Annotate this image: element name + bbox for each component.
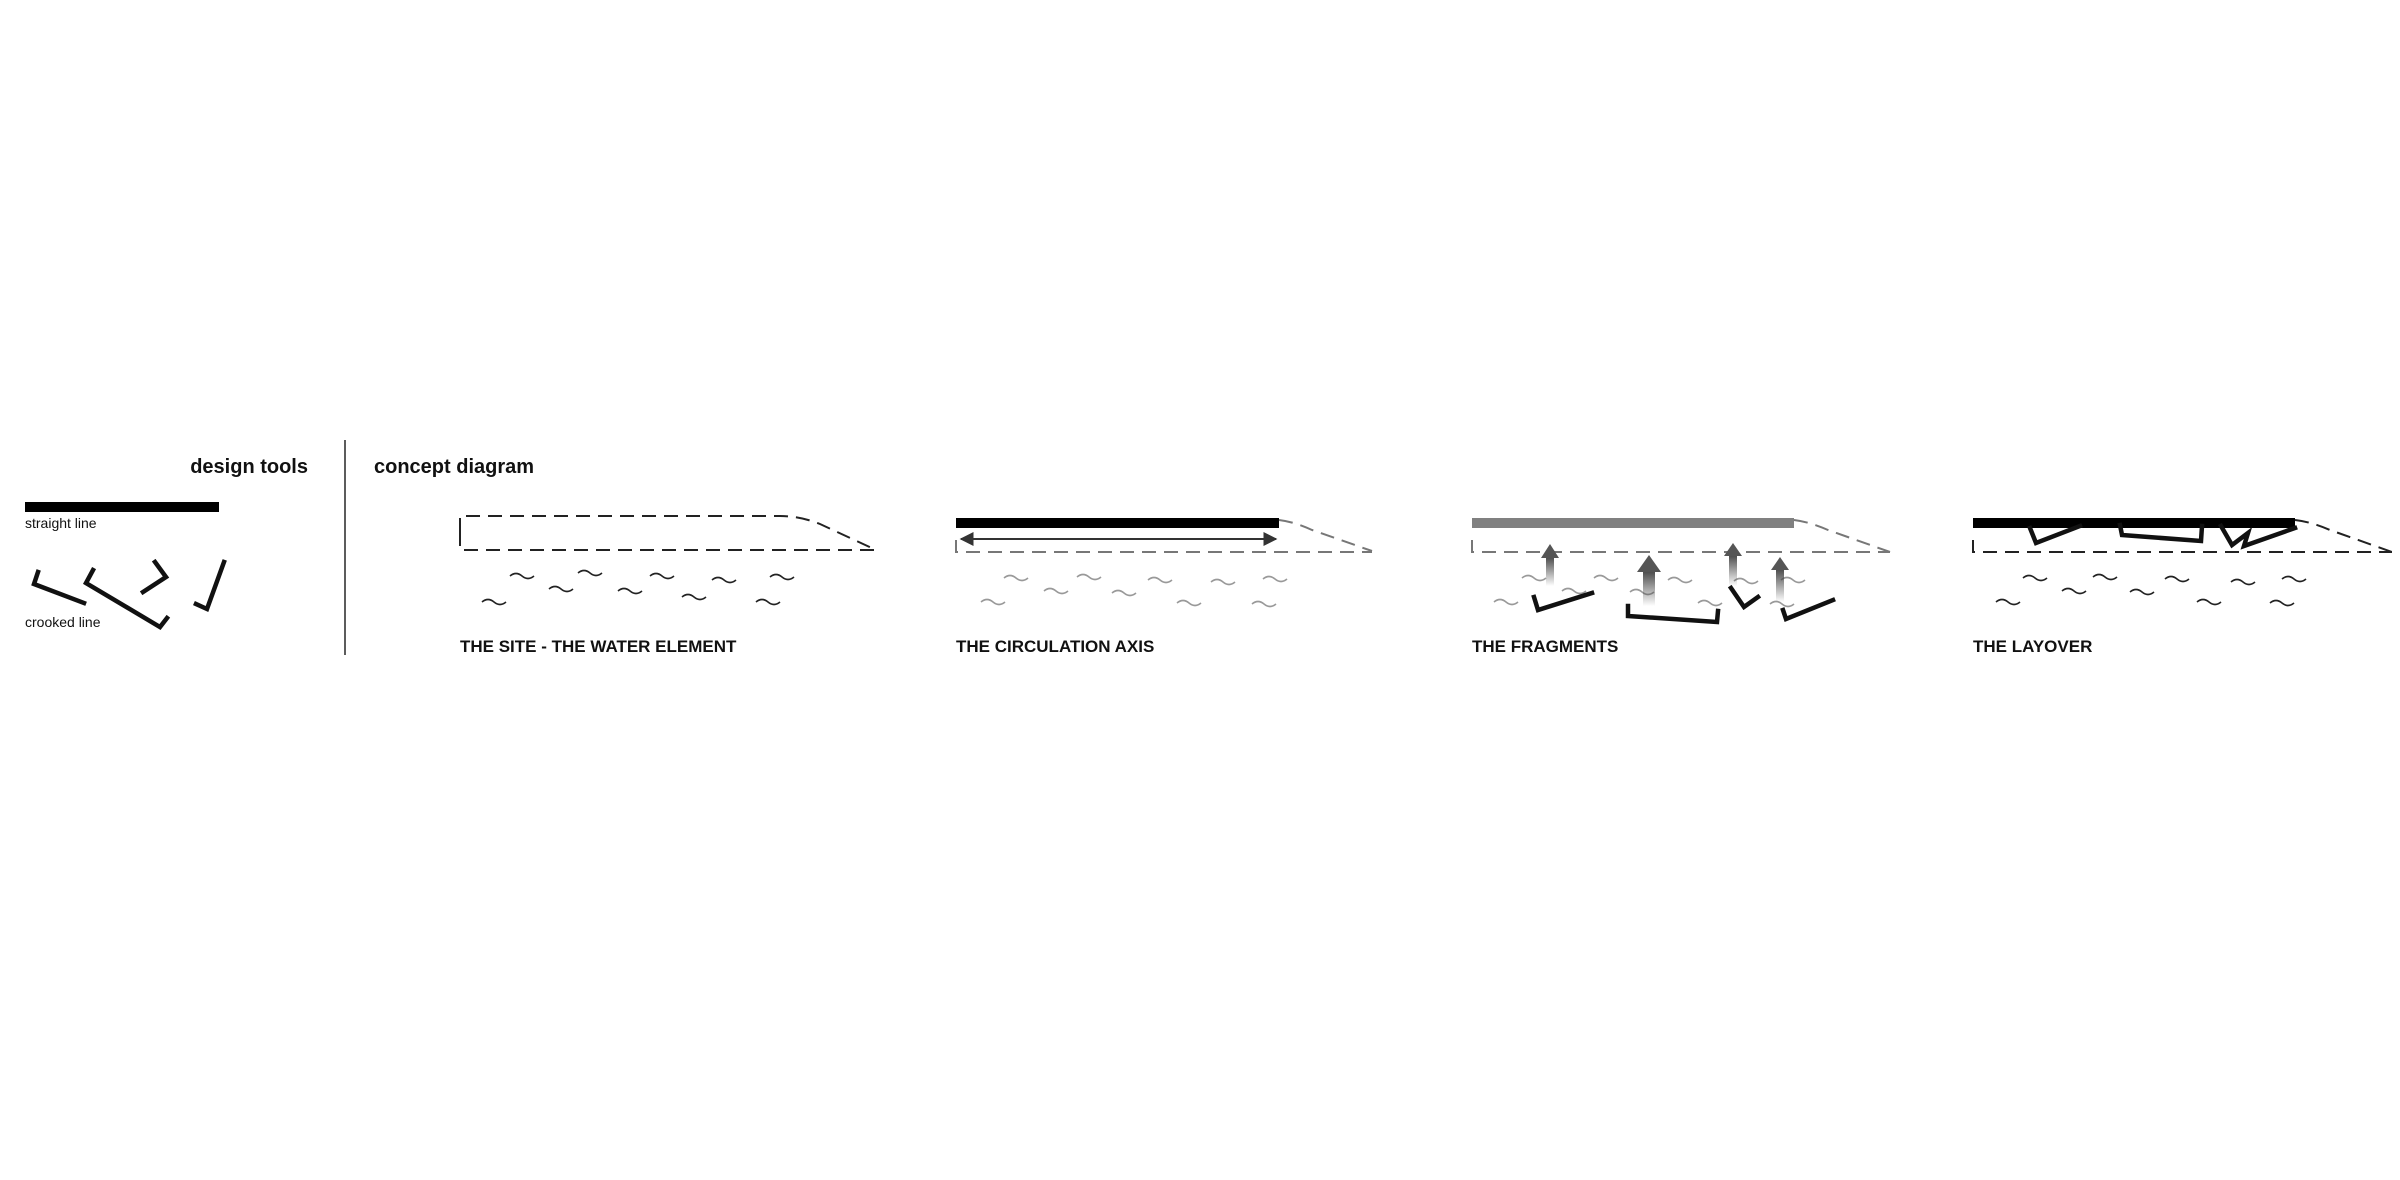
up-arrow-icon <box>1643 570 1655 606</box>
panel-fragments: THE FRAGMENTS <box>1471 518 1891 656</box>
crooked-line-label: crooked line <box>25 614 101 630</box>
straight-line-label: straight line <box>25 515 97 531</box>
layover-outline-bottom <box>1972 540 2392 553</box>
water-waves <box>980 573 1288 608</box>
layover-outline-tail <box>2294 519 2393 553</box>
panel-site-caption: THE SITE - THE WATER ELEMENT <box>460 637 737 656</box>
circulation-outline-bottom <box>955 540 1372 553</box>
up-arrow-icon <box>1776 568 1784 602</box>
concept-diagram-title: concept diagram <box>374 456 534 478</box>
water-waves <box>1995 573 2307 607</box>
up-arrow-head <box>1724 543 1742 556</box>
water-waves <box>481 569 795 606</box>
panel-circulation-caption: THE CIRCULATION AXIS <box>956 637 1154 656</box>
rising-arrows <box>1541 543 1789 606</box>
fragment-pieces <box>1531 584 1836 625</box>
panel-fragments-caption: THE FRAGMENTS <box>1472 637 1618 656</box>
design-tools-legend: design tools straight line crooked line <box>25 456 308 630</box>
fragments-outline-bottom <box>1471 540 1890 553</box>
up-arrow-icon <box>1729 554 1737 586</box>
panel-site-water: THE SITE - THE WATER ELEMENT <box>459 515 877 656</box>
circulation-bar <box>956 518 1279 528</box>
up-arrow-head <box>1771 557 1789 570</box>
straight-line-sample <box>25 502 219 512</box>
panel-layover: THE LAYOVER <box>1972 518 2393 656</box>
circulation-outline-tail <box>1278 519 1373 552</box>
layover-bar <box>1973 518 2295 528</box>
crooked-line-samples <box>31 558 227 630</box>
fragments-outline-tail <box>1793 519 1891 553</box>
up-arrow-head <box>1637 555 1661 572</box>
site-outline-bottom <box>459 532 876 551</box>
design-tools-title: design tools <box>190 456 308 478</box>
fragments-grey-bar <box>1472 518 1794 528</box>
panel-circulation-axis: THE CIRCULATION AXIS <box>955 518 1373 656</box>
layover-fragment-pieces <box>2027 522 2298 550</box>
up-arrow-head <box>1541 544 1559 558</box>
site-outline-top <box>459 515 877 551</box>
up-arrow-icon <box>1546 556 1554 586</box>
panel-layover-caption: THE LAYOVER <box>1973 637 2092 656</box>
